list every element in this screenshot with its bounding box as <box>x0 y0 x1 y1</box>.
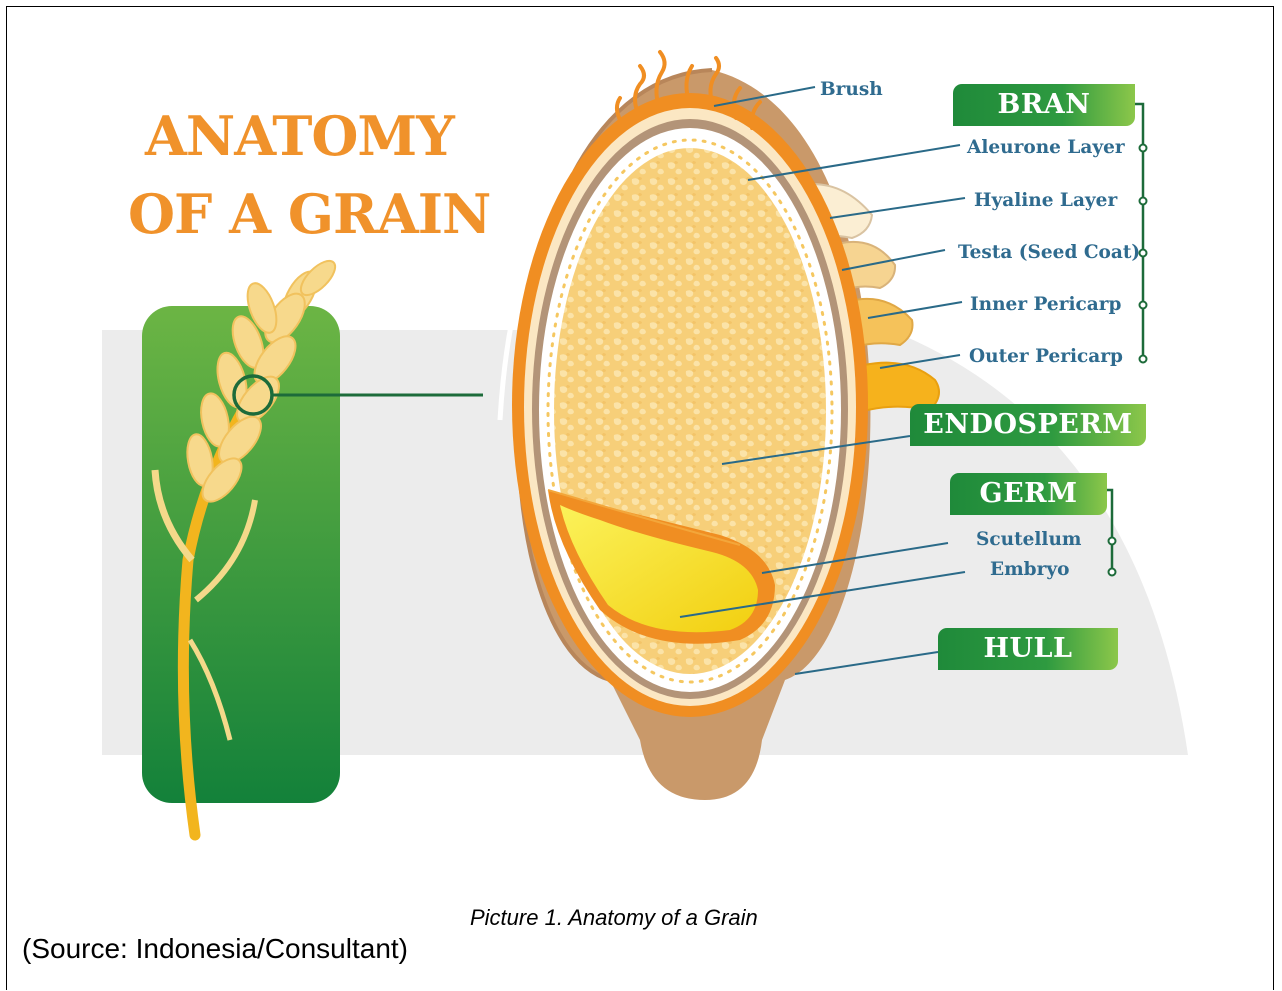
tag-bran: BRAN <box>953 84 1135 126</box>
label-testa: Testa (Seed Coat) <box>958 242 1140 263</box>
label-aleurone-layer: Aleurone Layer <box>967 137 1125 158</box>
tag-hull: HULL <box>938 628 1118 670</box>
figure-source: (Source: Indonesia/Consultant) <box>22 933 408 965</box>
label-brush: Brush <box>820 79 883 100</box>
figure-caption: Picture 1. Anatomy of a Grain <box>470 905 758 931</box>
label-hyaline-layer: Hyaline Layer <box>974 190 1117 211</box>
bran-bracket <box>1107 104 1143 572</box>
tag-endosperm: ENDOSPERM <box>910 404 1146 446</box>
label-outer-pericarp: Outer Pericarp <box>969 346 1123 367</box>
tag-germ: GERM <box>950 473 1107 515</box>
label-embryo: Embryo <box>990 559 1069 580</box>
title-line-2: OF A GRAIN <box>128 182 490 246</box>
title-line-1: ANATOMY <box>145 104 454 168</box>
label-scutellum: Scutellum <box>976 529 1081 550</box>
label-inner-pericarp: Inner Pericarp <box>970 294 1121 315</box>
